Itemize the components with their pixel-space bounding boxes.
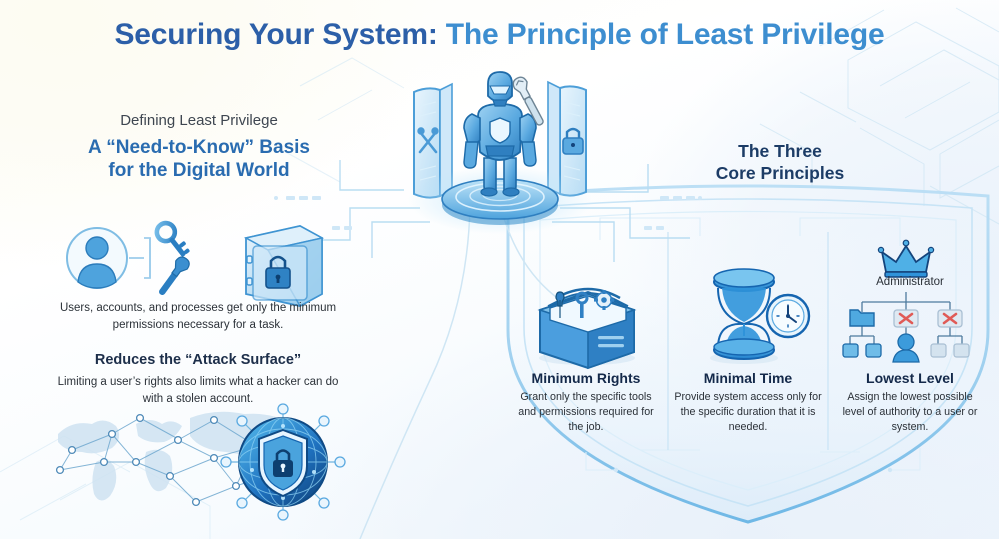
principle-title: Minimal Time [703, 370, 793, 386]
right-heading-line1: The Three [738, 141, 822, 161]
page-title: Securing Your System: The Principle of L… [0, 18, 999, 52]
armored-robot-icon [463, 71, 544, 197]
restricted-user-icon [892, 333, 920, 363]
padlock-glyph [562, 127, 584, 155]
allowed-child-node-1 [842, 343, 859, 358]
circular-platform-icon [441, 178, 559, 225]
principles-row: Minimum Rights Grant only the specific t… [505, 370, 992, 436]
principle-title: Lowest Level [866, 370, 954, 386]
principle-dividers [667, 232, 829, 450]
network-nodes [55, 413, 289, 507]
principle-title: Minimum Rights [531, 370, 641, 386]
principle-description: Provide system access only for the speci… [674, 391, 822, 434]
left-heading-line2: for the Digital World [108, 159, 290, 181]
shield-circuit-traces [585, 217, 921, 473]
principle-minimum-rights: Minimum Rights Grant only the specific t… [505, 370, 667, 436]
iso-pattern-mid-left [281, 57, 405, 183]
wrench-icon [159, 256, 190, 296]
disabled-child-node-1 [930, 343, 947, 358]
globe-connector-nodes [220, 403, 346, 521]
lock-panel-icon [547, 80, 587, 197]
globe-padlock-glyph [273, 449, 293, 477]
avatar-bracket-connector [129, 237, 151, 279]
key-icon [154, 220, 190, 257]
allowed-folder-node [849, 309, 875, 327]
allowed-child-node-2 [865, 343, 882, 358]
title-part-light: The Principle of Least Privilege [445, 18, 885, 51]
principle-lowest-level: Lowest Level Assign the lowest possible … [829, 370, 991, 436]
administrator-label: Administrator [876, 276, 944, 288]
title-part-dark: Securing Your System: [114, 18, 438, 51]
toolbox-icon [537, 287, 637, 370]
crossed-tools-glyph [417, 127, 439, 154]
hourglass-clock-icon [710, 268, 811, 364]
right-heading-line2: Core Principles [715, 163, 845, 184]
org-hierarchy-crown-icon [842, 239, 970, 363]
denied-node-center [893, 309, 919, 328]
left-sub-heading: Reduces the “Attack Surface” [94, 352, 302, 368]
globe-shield-lock-icon [220, 403, 346, 521]
safe-lock-glyph [265, 255, 291, 289]
left-heading: A “Need-to-Know” Basis for the Digital W… [52, 136, 346, 182]
platform-circuit-dashes [274, 196, 702, 230]
left-heading-line1: A “Need-to-Know” Basis [87, 136, 311, 158]
right-heading: The Three Core Principles [640, 140, 920, 185]
hierarchy-connectors [849, 292, 963, 344]
crown-icon [877, 239, 935, 278]
left-body-text-2: Limiting a user’s rights also limits wha… [57, 376, 339, 405]
robot-wrench-icon [512, 76, 544, 126]
toolbox-contents [555, 290, 614, 318]
denied-node-right [937, 309, 963, 328]
disabled-child-node-2 [953, 343, 970, 358]
left-intro-block: Defining Least Privilege A “Need-to-Know… [52, 112, 346, 182]
principle-description: Grant only the specific tools and permis… [518, 391, 654, 434]
safe-vault-icon [243, 225, 325, 308]
principle-minimal-time: Minimal Time Provide system access only … [667, 370, 829, 436]
left-eyebrow: Defining Least Privilege [120, 112, 278, 129]
left-body-text-1: Users, accounts, and processes get only … [59, 302, 337, 331]
principle-description: Assign the lowest possible level of auth… [842, 391, 978, 434]
platform-circuit-traces [300, 160, 690, 262]
user-avatar-icon [66, 227, 128, 289]
